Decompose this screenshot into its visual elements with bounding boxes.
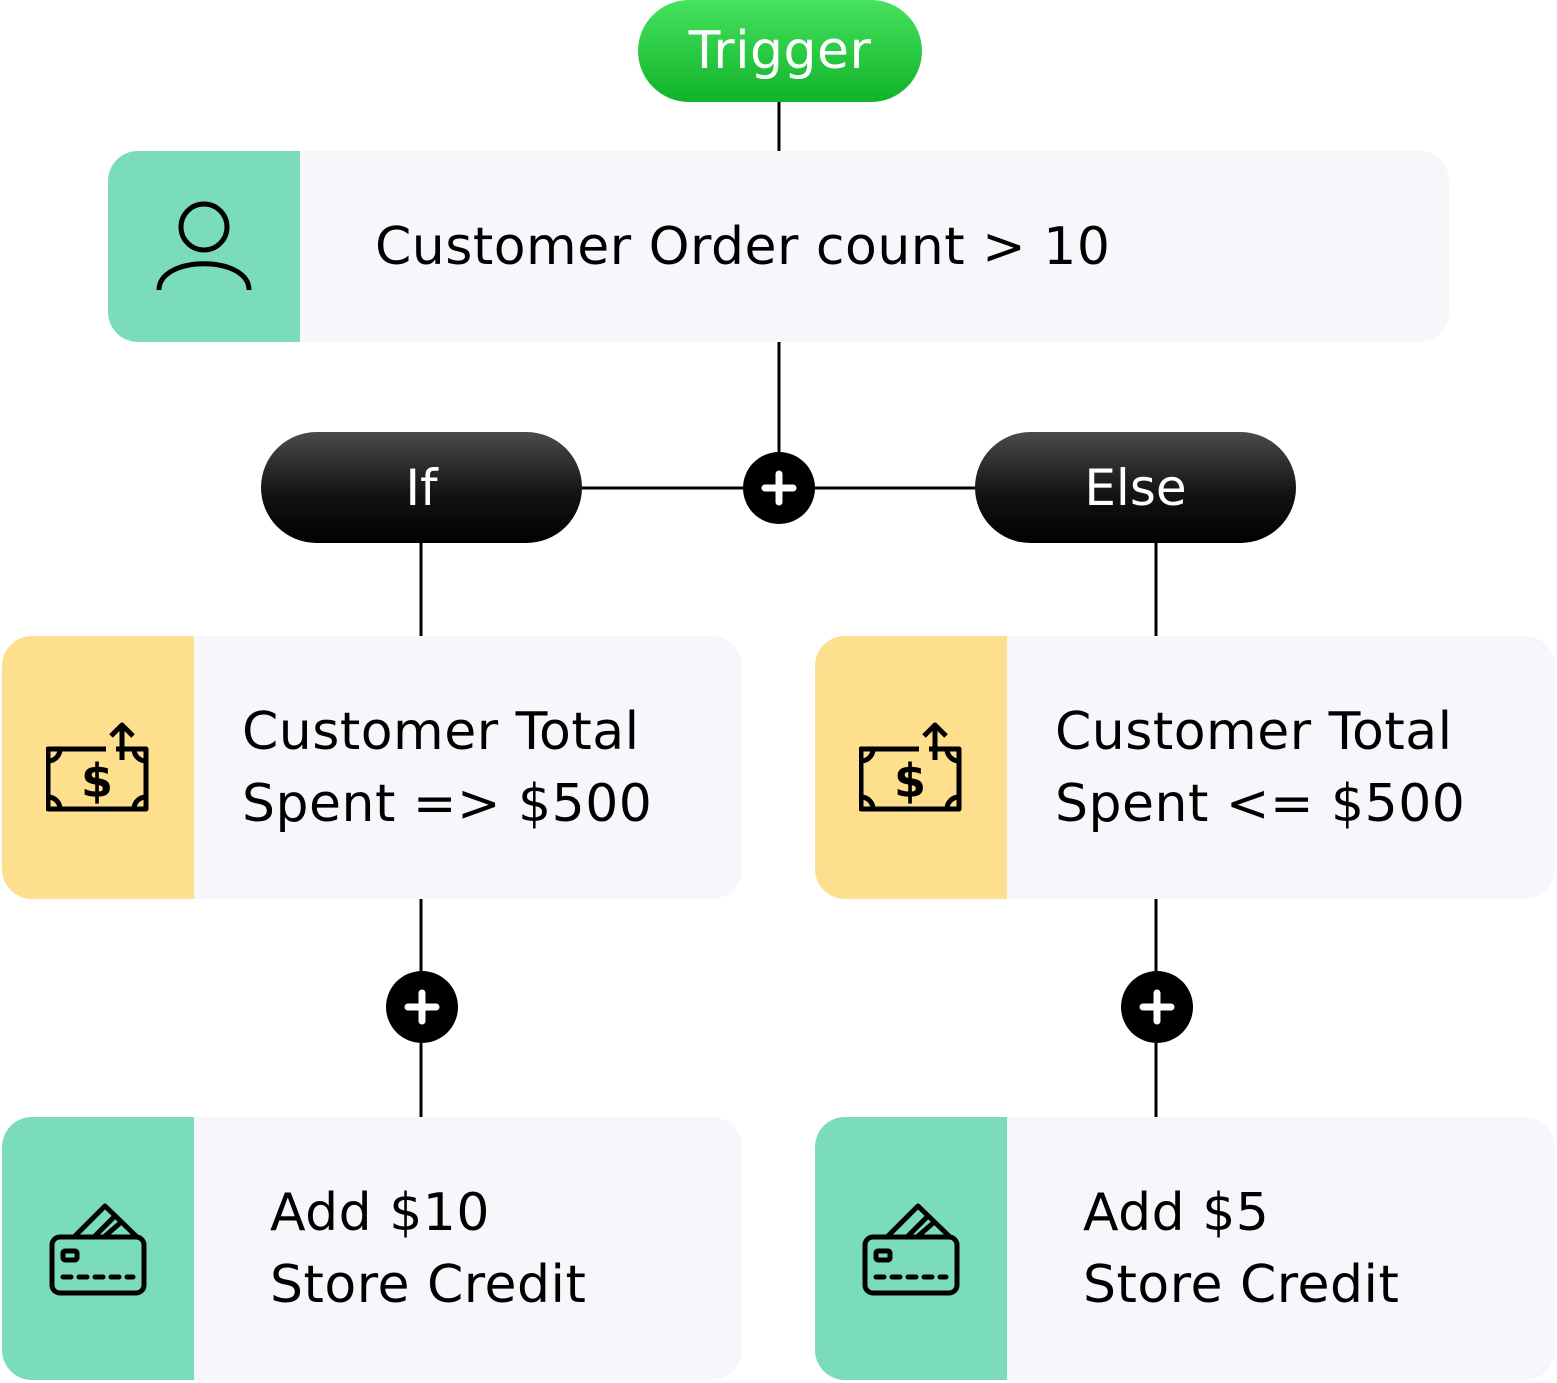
if-spent-icon-panel: $ [2, 636, 194, 899]
if-spent-line2: Spent => $500 [242, 773, 653, 834]
else-spent-line2: Spent <= $500 [1055, 773, 1466, 834]
credit-card-icon [862, 1203, 960, 1295]
if-store-credit-text: Add $10 Store Credit [194, 1117, 742, 1380]
if-credit-line2: Store Credit [270, 1254, 587, 1315]
plus-icon [404, 989, 440, 1025]
add-step-if-button[interactable] [386, 971, 458, 1043]
else-credit-line2: Store Credit [1083, 1254, 1400, 1315]
else-spent-condition-card[interactable]: $ Customer Total Spent <= $500 [815, 636, 1555, 899]
else-branch-label: Else [1084, 458, 1187, 517]
order-count-condition-card[interactable]: Customer Order count > 10 [108, 151, 1449, 342]
else-spent-line1: Customer Total [1055, 701, 1453, 762]
else-spent-icon-panel: $ [815, 636, 1007, 899]
if-credit-icon-panel [2, 1117, 194, 1380]
order-count-condition-label: Customer Order count > 10 [375, 216, 1111, 277]
trigger-node[interactable]: Trigger [638, 0, 922, 102]
else-branch-pill[interactable]: Else [975, 432, 1296, 543]
else-credit-icon-panel [815, 1117, 1007, 1380]
if-spent-condition-card[interactable]: $ Customer Total Spent => $500 [2, 636, 742, 899]
plus-icon [761, 470, 797, 506]
if-spent-line1: Customer Total [242, 701, 640, 762]
else-spent-condition-text: Customer Total Spent <= $500 [1007, 636, 1555, 899]
trigger-label: Trigger [688, 21, 872, 81]
if-credit-line1: Add $10 [270, 1182, 490, 1243]
else-credit-line1: Add $5 [1083, 1182, 1270, 1243]
svg-text:$: $ [894, 754, 926, 808]
if-branch-pill[interactable]: If [261, 432, 582, 543]
money-up-icon: $ [859, 722, 962, 811]
if-store-credit-action-card[interactable]: Add $10 Store Credit [2, 1117, 742, 1380]
order-count-condition-text: Customer Order count > 10 [300, 151, 1449, 342]
money-up-icon: $ [46, 722, 149, 811]
credit-card-icon [49, 1203, 147, 1295]
else-store-credit-action-card[interactable]: Add $5 Store Credit [815, 1117, 1555, 1380]
else-store-credit-text: Add $5 Store Credit [1007, 1117, 1555, 1380]
add-branch-button[interactable] [743, 452, 815, 524]
if-spent-condition-text: Customer Total Spent => $500 [194, 636, 742, 899]
if-branch-label: If [405, 458, 438, 517]
order-count-icon-panel [108, 151, 300, 342]
user-icon [156, 201, 252, 290]
svg-text:$: $ [81, 754, 113, 808]
plus-icon [1139, 989, 1175, 1025]
add-step-else-button[interactable] [1121, 971, 1193, 1043]
